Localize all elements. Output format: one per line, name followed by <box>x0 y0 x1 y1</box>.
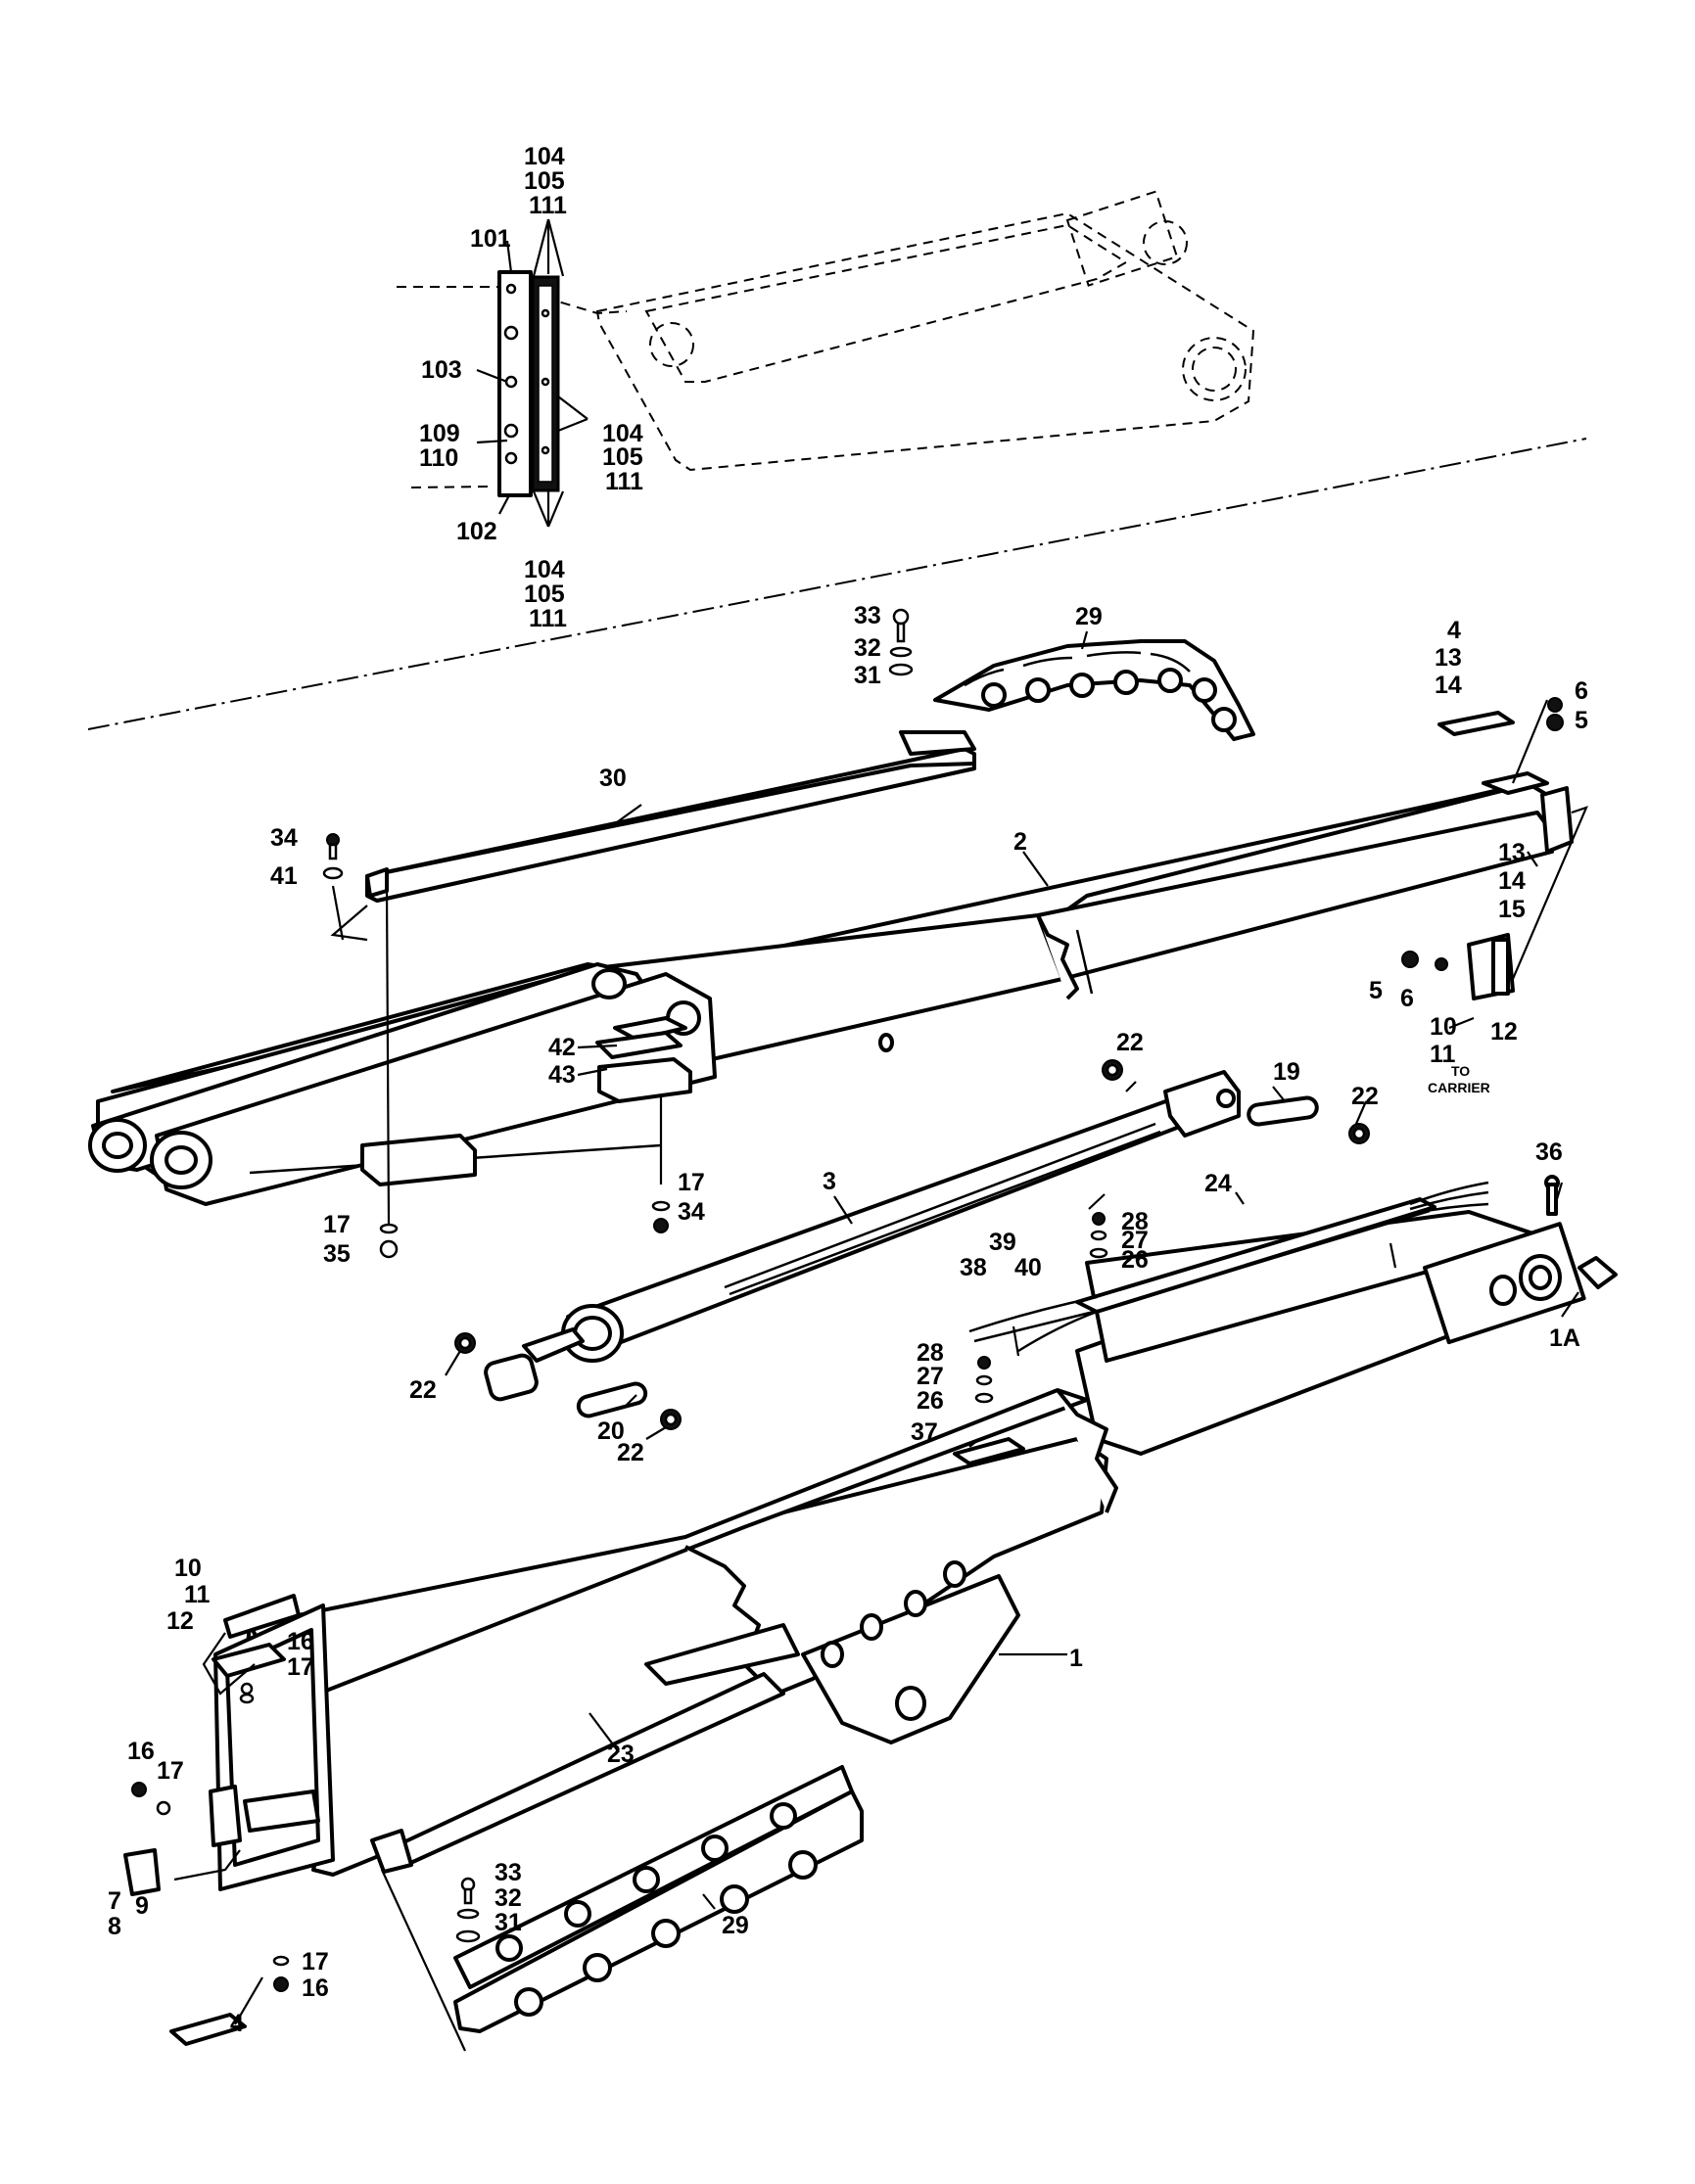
callout-28: 28 <box>1121 1208 1149 1235</box>
callout-110: 110 <box>419 444 458 472</box>
callout-11: 11 <box>1430 1041 1456 1068</box>
callout-17: 17 <box>678 1169 705 1196</box>
callout-31: 31 <box>494 1909 522 1936</box>
callout-16: 16 <box>287 1628 314 1655</box>
callout-1: 1 <box>1069 1645 1083 1672</box>
callout-16: 16 <box>302 1975 329 2002</box>
callout-43: 43 <box>548 1061 576 1089</box>
callout-24: 24 <box>1204 1170 1232 1197</box>
fly-boom-section <box>88 699 1588 1225</box>
callout-33: 33 <box>854 602 881 629</box>
boom-head-detail <box>397 190 1255 528</box>
callout-14: 14 <box>1435 672 1462 699</box>
callout-11: 11 <box>184 1581 211 1608</box>
callout-40: 40 <box>1014 1254 1042 1281</box>
callout-22: 22 <box>1116 1029 1144 1056</box>
callout-104: 104 <box>524 556 565 583</box>
callout-4: 4 <box>1447 617 1461 644</box>
hydraulic-cylinder <box>445 1059 1370 1440</box>
callout-22: 22 <box>617 1439 644 1466</box>
callout-22: 22 <box>1351 1083 1379 1110</box>
callout-102: 102 <box>456 518 497 545</box>
callout-22: 22 <box>409 1376 437 1404</box>
callout-111: 111 <box>605 468 643 495</box>
callout-29: 29 <box>1075 603 1103 630</box>
callout-30: 30 <box>599 765 627 792</box>
callout-34: 34 <box>270 824 298 852</box>
callout-labels: 104 105 111 101 103 109 110 104 105 111 … <box>108 143 1588 2037</box>
callout-20: 20 <box>597 1417 625 1445</box>
callout-13: 13 <box>1498 839 1526 866</box>
callout-27: 27 <box>1121 1227 1149 1254</box>
callout-6: 6 <box>1575 677 1588 705</box>
callout-109: 109 <box>419 420 460 447</box>
callout-7: 7 <box>108 1887 121 1915</box>
to-carrier-label-carrier: CARRIER <box>1428 1080 1490 1095</box>
callout-32: 32 <box>494 1884 522 1912</box>
callout-105: 105 <box>524 581 565 608</box>
callout-17: 17 <box>302 1948 329 1975</box>
callout-36: 36 <box>1535 1138 1563 1166</box>
callout-42: 42 <box>548 1034 576 1061</box>
callout-9: 9 <box>135 1892 149 1920</box>
callout-16: 16 <box>127 1738 155 1765</box>
callout-31: 31 <box>854 662 881 689</box>
callout-17: 17 <box>157 1757 184 1785</box>
callout-33: 33 <box>494 1859 522 1886</box>
callout-29: 29 <box>722 1912 749 1939</box>
callout-38: 38 <box>960 1254 987 1281</box>
callout-17: 17 <box>287 1653 314 1681</box>
callout-105: 105 <box>602 443 643 471</box>
callout-104: 104 <box>524 143 565 170</box>
callout-2: 2 <box>1013 828 1027 856</box>
callout-15: 15 <box>1498 896 1526 923</box>
callout-39: 39 <box>989 1229 1016 1256</box>
callout-8: 8 <box>108 1913 121 1940</box>
fasteners <box>131 608 1564 1992</box>
callout-13: 13 <box>1435 644 1462 672</box>
callout-32: 32 <box>854 634 881 662</box>
callout-28: 28 <box>917 1339 944 1367</box>
callout-19: 19 <box>1273 1058 1300 1086</box>
base-boom-section <box>123 1175 1618 2052</box>
callout-41: 41 <box>270 862 298 890</box>
callout-10: 10 <box>1430 1013 1457 1041</box>
callout-10: 10 <box>174 1555 202 1582</box>
callout-111: 111 <box>529 192 567 219</box>
callout-14: 14 <box>1498 867 1526 895</box>
callout-103: 103 <box>421 356 462 384</box>
callout-104: 104 <box>602 420 643 447</box>
callout-111: 111 <box>529 605 567 632</box>
to-carrier-label-to: TO <box>1451 1063 1470 1079</box>
callout-27: 27 <box>917 1363 944 1390</box>
callout-5: 5 <box>1575 707 1588 734</box>
callout-4: 4 <box>230 2010 244 2037</box>
cable-carrier-bottom <box>453 1765 864 2033</box>
cable-carrier-top <box>933 630 1255 741</box>
callout-17: 17 <box>323 1211 351 1238</box>
callout-5: 5 <box>1369 977 1383 1004</box>
callout-26: 26 <box>1121 1246 1149 1274</box>
callout-23: 23 <box>607 1741 635 1768</box>
callout-1a: 1A <box>1549 1324 1580 1352</box>
callout-37: 37 <box>911 1418 938 1446</box>
callout-6: 6 <box>1400 985 1414 1012</box>
callout-12: 12 <box>1490 1018 1518 1046</box>
callout-101: 101 <box>470 225 511 253</box>
callout-26: 26 <box>917 1387 944 1415</box>
callout-35: 35 <box>323 1240 351 1268</box>
callout-34: 34 <box>678 1198 705 1226</box>
callout-3: 3 <box>823 1168 836 1195</box>
callout-12: 12 <box>166 1607 194 1635</box>
callout-105: 105 <box>524 167 565 195</box>
